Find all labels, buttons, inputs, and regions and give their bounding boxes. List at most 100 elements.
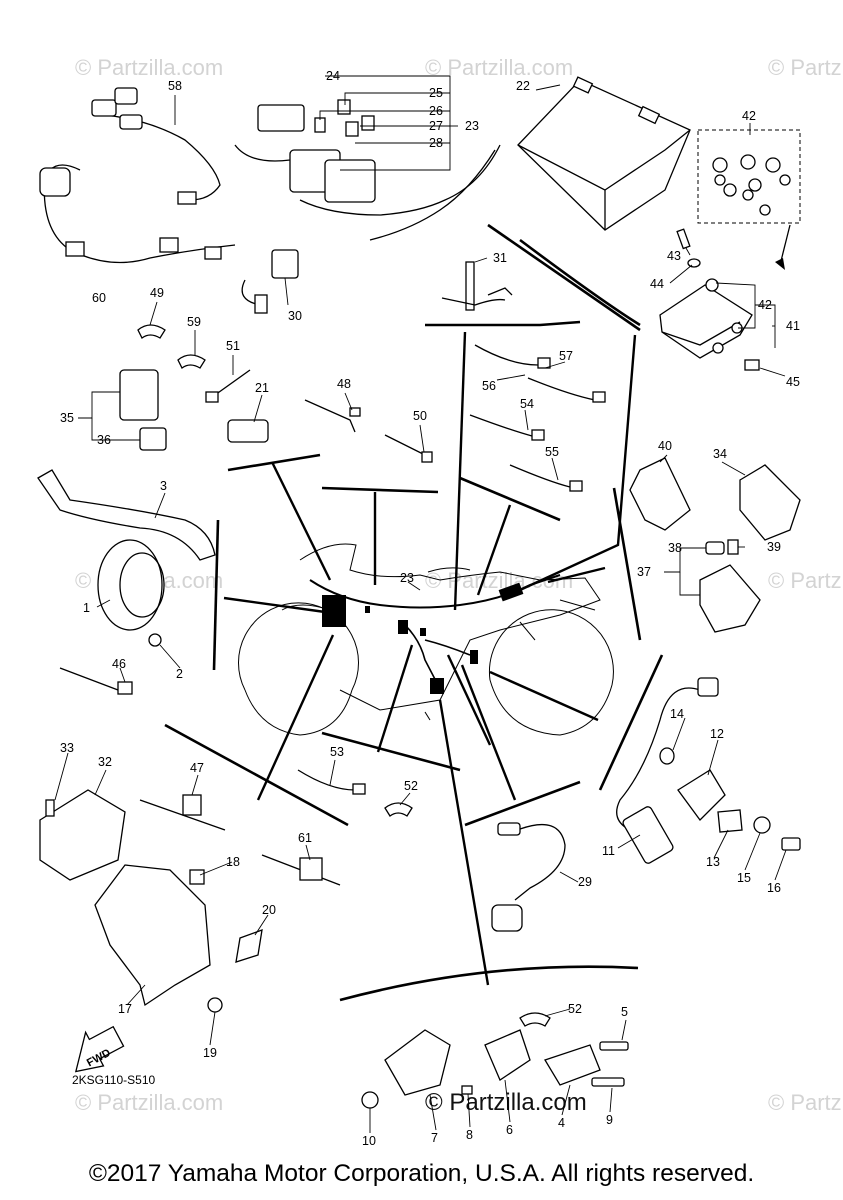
callout-38: 38 xyxy=(668,541,682,555)
callout-11: 11 xyxy=(602,844,615,858)
connector-58d xyxy=(177,191,197,205)
callout-1: 1 xyxy=(83,601,90,615)
connector-60b xyxy=(159,237,179,253)
callout-43: 43 xyxy=(667,249,681,263)
watermark-top-left: © Partzilla.com xyxy=(75,55,223,80)
grommet-box xyxy=(697,129,801,224)
lead-55-connector xyxy=(569,480,583,492)
callout-31: 31 xyxy=(493,251,507,265)
watermark-mid-right: © Partz xyxy=(768,568,842,593)
callout-39: 39 xyxy=(767,540,781,554)
bolt-16 xyxy=(781,837,801,851)
ecu-grommet-a xyxy=(705,278,719,292)
grommet-60 xyxy=(39,167,71,197)
nut-8 xyxy=(461,1085,473,1095)
callout-61: 61 xyxy=(298,831,312,845)
callout-33: 33 xyxy=(60,741,74,755)
washer-15 xyxy=(753,816,771,834)
callout-52-bottom: 52 xyxy=(568,1002,582,1016)
copyright-notice: ©2017 Yamaha Motor Corporation, U.S.A. A… xyxy=(88,1160,755,1187)
connector-58c xyxy=(119,114,143,130)
callout-12: 12 xyxy=(710,727,724,741)
damper-13 xyxy=(717,809,743,833)
horn-1 xyxy=(97,539,163,631)
plug-30 xyxy=(254,294,268,314)
callout-52-mid: 52 xyxy=(404,779,418,793)
cap-38 xyxy=(705,541,725,555)
fuse-27b xyxy=(361,115,375,131)
callout-48: 48 xyxy=(337,377,351,391)
fuse-box-28b xyxy=(324,159,376,203)
clamp-47 xyxy=(182,794,202,816)
harness-connector-block xyxy=(322,595,346,627)
cable-tie-50 xyxy=(421,451,433,463)
callout-45: 45 xyxy=(786,375,800,389)
clamps-lower xyxy=(139,769,413,886)
callout-54: 54 xyxy=(520,397,534,411)
callout-18: 18 xyxy=(226,855,240,869)
watermark-bottom-center: © Partzilla.com xyxy=(425,1089,587,1116)
callout-42-mid: 42 xyxy=(758,298,772,312)
starter-relay-group xyxy=(629,457,801,633)
callout-25: 25 xyxy=(429,86,443,100)
harness-connector-rear xyxy=(498,582,524,602)
callout-8: 8 xyxy=(466,1128,473,1142)
callout-6: 6 xyxy=(506,1123,513,1137)
callout-7: 7 xyxy=(431,1131,438,1145)
connector-60c xyxy=(204,246,222,260)
connector-60a xyxy=(65,241,85,257)
callout-53: 53 xyxy=(330,745,344,759)
collar-14 xyxy=(659,747,675,765)
clamp-59 xyxy=(177,354,206,369)
callout-50: 50 xyxy=(413,409,427,423)
callout-24: 24 xyxy=(326,69,340,83)
watermark-top-right: © Partz xyxy=(768,55,842,80)
battery-terminal-neg xyxy=(572,76,594,94)
harness-connector-c xyxy=(430,678,444,694)
harness-connector-a xyxy=(398,620,408,634)
diagram-code: 2KSG110-S510 xyxy=(72,1073,155,1087)
callout-47: 47 xyxy=(190,761,204,775)
callout-40: 40 xyxy=(658,439,672,453)
ecu-grommet-c xyxy=(712,342,724,354)
wire-harness-23 xyxy=(309,574,561,694)
bolt-43 xyxy=(676,228,691,250)
callout-3: 3 xyxy=(160,479,167,493)
connector-30 xyxy=(271,249,299,279)
rectifier-body xyxy=(39,789,126,881)
callout-22: 22 xyxy=(516,79,530,93)
callout-58: 58 xyxy=(168,79,182,93)
connector-11 xyxy=(697,677,719,697)
cable-tie-46 xyxy=(117,681,133,695)
callout-16: 16 xyxy=(767,881,781,895)
plate-20 xyxy=(235,929,263,963)
watermark-bottom-left: © Partzilla.com xyxy=(75,1090,223,1115)
lead-53-connector xyxy=(352,783,366,795)
sensor-assembly-11 xyxy=(616,677,801,864)
callout-37: 37 xyxy=(637,565,651,579)
cable-tie-51 xyxy=(205,391,219,403)
clamp-52-lower xyxy=(519,1012,551,1027)
battery-terminal-pos xyxy=(637,105,661,125)
bolt-9 xyxy=(591,1077,625,1087)
callout-30: 30 xyxy=(288,309,302,323)
harness-connector-e xyxy=(365,606,370,613)
connector-29b xyxy=(491,904,523,932)
callout-29: 29 xyxy=(578,875,592,889)
lead-56-connector xyxy=(537,357,551,369)
cable-tie-48 xyxy=(349,407,361,417)
fuse-25 xyxy=(337,99,351,115)
grommet-kit-42 xyxy=(697,129,801,270)
bracket-3 xyxy=(37,469,216,561)
bracket-12 xyxy=(677,769,726,821)
connector-58b xyxy=(114,87,138,105)
callout-55: 55 xyxy=(545,445,559,459)
relay-24 xyxy=(257,104,305,132)
holder-21 xyxy=(227,419,269,443)
section-separators xyxy=(164,223,664,1002)
callout-57: 57 xyxy=(559,349,573,363)
callout-41: 41 xyxy=(786,319,800,333)
horn-assembly xyxy=(37,469,216,695)
relay-35 xyxy=(119,369,159,421)
